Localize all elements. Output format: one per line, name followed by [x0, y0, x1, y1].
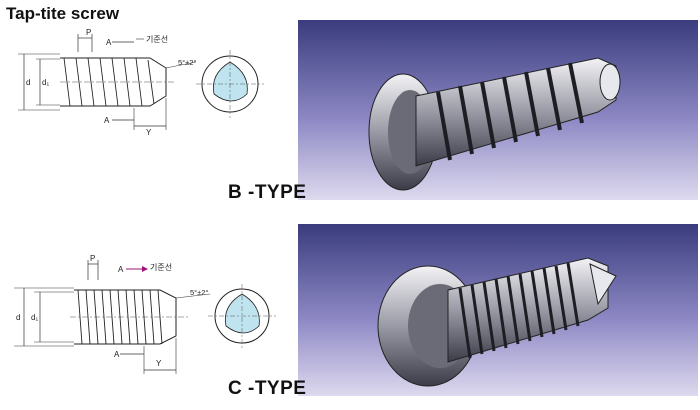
- c-angle-label: 5°±2°: [190, 288, 208, 297]
- b-type-screw-photo: [298, 20, 698, 200]
- c-thread-lines: [77, 289, 163, 345]
- b-dim-y-label: Y: [146, 128, 152, 137]
- page-title: Tap-tite screw: [6, 4, 120, 23]
- b-dim-d1-label: d₁: [42, 78, 49, 87]
- b-dim-p-label: P: [86, 28, 91, 37]
- c-type-label: C -TYPE: [228, 378, 307, 399]
- c-dim-y-label: Y: [156, 359, 162, 368]
- c-dim-d-label: d: [16, 313, 20, 322]
- b-angle-label: 5°±2°: [178, 58, 196, 67]
- b-type-label: B -TYPE: [228, 182, 307, 203]
- c-dim-a-top-label: A: [118, 265, 124, 274]
- c-dim-p-label: P: [90, 254, 95, 263]
- b-thread-lines: [63, 57, 155, 107]
- c-dim-d1-label: d₁: [31, 313, 38, 322]
- c-type-screw-photo: [298, 224, 698, 396]
- b-dim-d-label: d: [26, 78, 30, 87]
- c-dim-a-bottom-label: A: [114, 350, 120, 359]
- b-dim-a-bottom-label: A: [104, 116, 110, 125]
- b-type-technical-drawing: P A 기준선 d d₁ 5°±2° A Y: [18, 28, 264, 137]
- b-cross-section: [196, 50, 264, 118]
- c-reference-line-label: 기준선: [150, 263, 172, 272]
- b-reference-line-label: 기준선: [146, 35, 168, 44]
- c-type-technical-drawing: P A 기준선 d d₁ 5°±2° A Y: [14, 254, 276, 374]
- b-dim-a-top-label: A: [106, 38, 112, 47]
- c-cross-section: [208, 284, 276, 350]
